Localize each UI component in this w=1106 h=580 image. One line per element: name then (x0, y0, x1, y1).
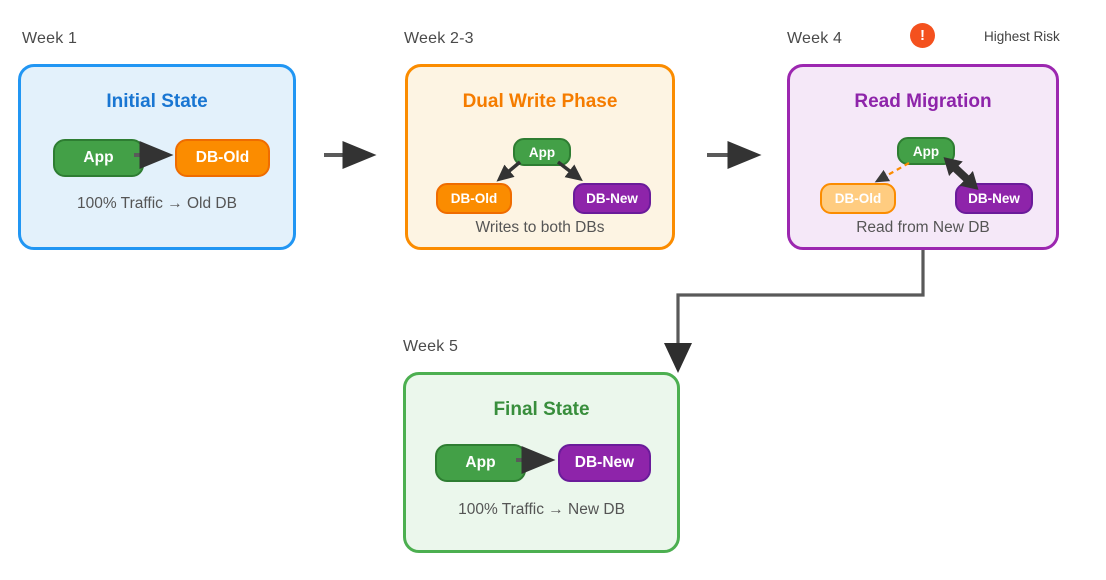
node-label: DB-Old (195, 149, 250, 166)
node-label: App (912, 143, 940, 159)
node-db-old-faded: DB-Old (820, 183, 896, 214)
node-label: DB-New (586, 191, 638, 206)
node-app: App (897, 137, 955, 165)
node-db-new: DB-New (558, 444, 651, 482)
week-label-2-3: Week 2-3 (404, 30, 474, 47)
warning-icon: ! (910, 23, 935, 48)
node-label: App (83, 149, 114, 166)
node-label: DB-New (968, 191, 1020, 206)
panel-title-read-migration: Read Migration (854, 91, 992, 112)
panel-caption-final: 100% Traffic → New DB (458, 501, 625, 518)
highest-risk-label: Highest Risk (984, 29, 1060, 44)
node-label: App (528, 144, 556, 160)
week-label-5: Week 5 (403, 338, 459, 355)
panel-caption-dual-write: Writes to both DBs (475, 219, 605, 236)
week-label-4: Week 4 (787, 30, 843, 47)
node-app: App (435, 444, 526, 482)
node-db-new: DB-New (955, 183, 1033, 214)
node-label: DB-Old (834, 191, 882, 206)
panel-caption-initial: 100% Traffic → Old DB (77, 195, 237, 212)
panel-title-initial-state: Initial State (106, 91, 208, 112)
panel-read-migration: Read Migration App DB-Old DB-New Read fr… (787, 64, 1059, 250)
node-label: App (465, 454, 496, 471)
node-label: DB-Old (450, 191, 498, 206)
arrow-read-migration-to-final-state (664, 250, 925, 373)
node-label: DB-New (574, 454, 635, 471)
panel-title-final-state: Final State (493, 399, 590, 420)
panel-final-state: Final State App DB-New 100% Traffic → Ne… (403, 372, 680, 553)
node-db-old: DB-Old (175, 139, 270, 177)
panel-initial-state: Initial State App DB-Old 100% Traffic → … (18, 64, 296, 250)
node-app: App (513, 138, 571, 166)
panel-title-dual-write: Dual Write Phase (462, 91, 618, 112)
node-db-old: DB-Old (436, 183, 512, 214)
node-db-new: DB-New (573, 183, 651, 214)
panel-caption-read-migration: Read from New DB (856, 219, 990, 236)
node-app: App (53, 139, 144, 177)
panel-dual-write-phase: Dual Write Phase App DB-Old DB-New Write… (405, 64, 675, 250)
week-label-1: Week 1 (22, 30, 78, 47)
